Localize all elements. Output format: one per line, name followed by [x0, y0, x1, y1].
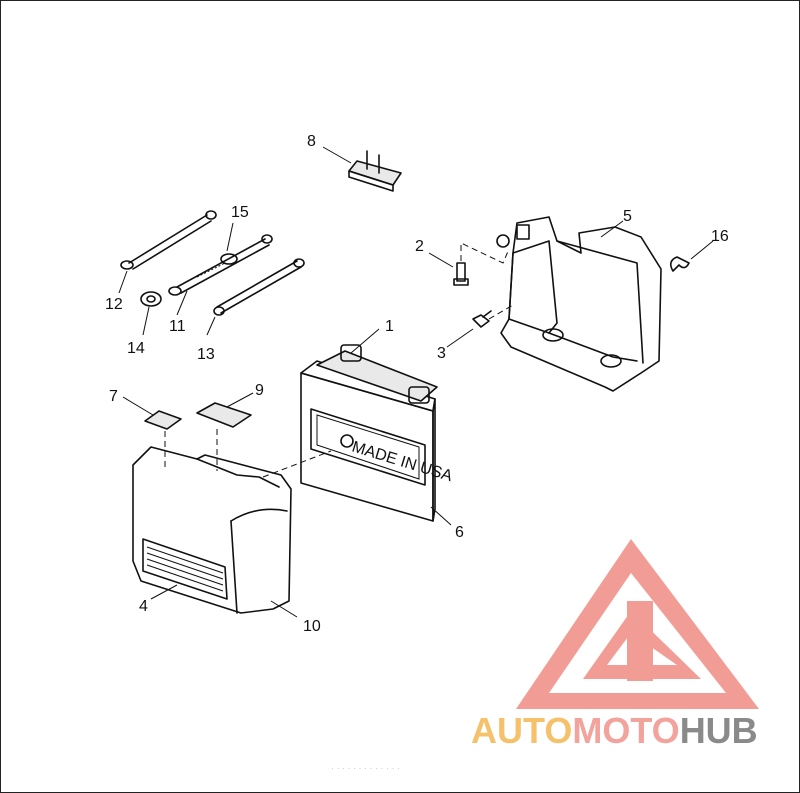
part-12-cable [118, 210, 217, 294]
callout-16: 16 [711, 228, 729, 245]
watermark-hub: HUB [680, 710, 758, 751]
callout-11: 11 [169, 318, 186, 335]
part-15-cable [168, 222, 273, 296]
part-9-label [196, 392, 254, 471]
callout-5: 5 [623, 208, 632, 225]
callout-2: 2 [415, 238, 424, 255]
part-8-clamp [322, 146, 402, 192]
callout-7: 7 [109, 388, 118, 405]
callout-3: 3 [437, 345, 446, 362]
part-13-cable [206, 258, 305, 336]
part-16-clip [669, 240, 714, 272]
callout-15: 15 [231, 204, 249, 221]
part-4-battery-cover [132, 446, 332, 618]
part-14-terminal [140, 291, 162, 336]
callout-12: 12 [105, 296, 123, 313]
callout-8: 8 [307, 133, 316, 150]
part-6-battery: MADE IN USA [300, 328, 455, 526]
callout-10: 10 [303, 618, 321, 635]
watermark-text: AUTOMOTOHUB [471, 710, 758, 751]
part-5-battery-tray [496, 216, 662, 392]
callout-labels: 1 2 3 4 5 6 7 8 9 10 11 12 13 14 15 16 [105, 133, 729, 635]
callout-13: 13 [197, 346, 215, 363]
part-7-label [122, 396, 182, 471]
callout-1: 1 [385, 318, 394, 335]
callout-14: 14 [127, 340, 145, 357]
automotohub-logo-mark [516, 539, 759, 709]
part-2-screw [428, 242, 510, 286]
part-3-screw [446, 304, 514, 348]
leader-11 [176, 290, 188, 316]
callout-9: 9 [255, 382, 264, 399]
watermark-moto: MOTO [572, 710, 679, 751]
callout-4: 4 [139, 598, 148, 615]
callout-6: 6 [455, 524, 464, 541]
faint-footer-text: · · · · · · · · · · · · · [331, 763, 400, 773]
watermark-auto: AUTO [471, 710, 572, 751]
